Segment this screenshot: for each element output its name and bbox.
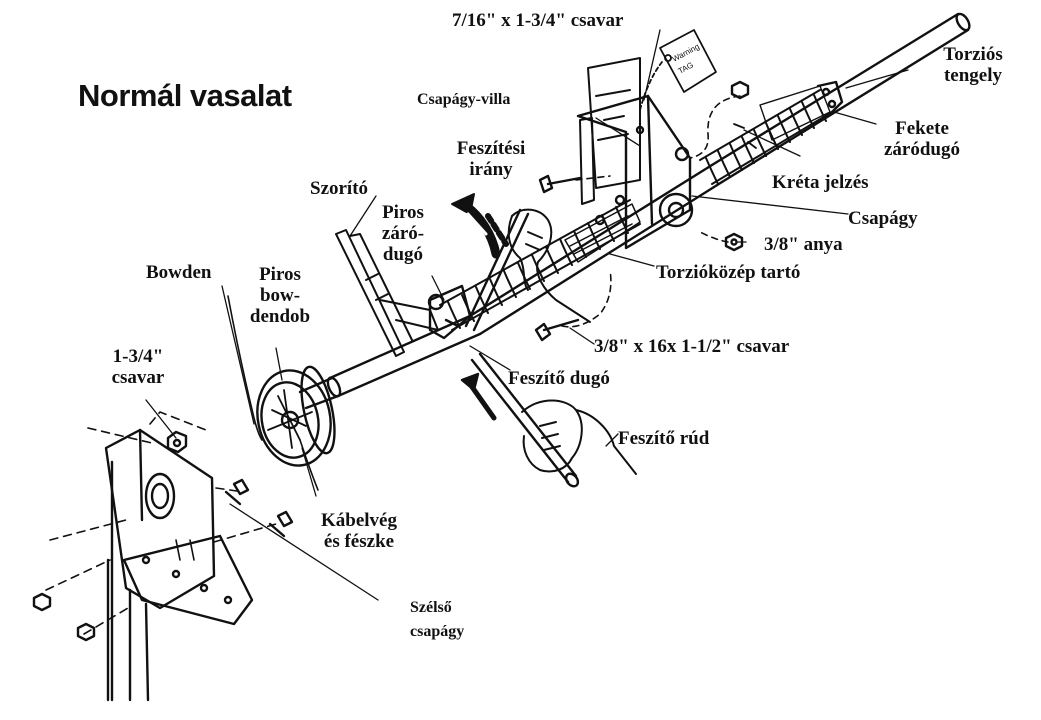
label-winding-direction-line2: irány bbox=[469, 159, 513, 180]
label-bolt-1-3-4-line1: 1-3/4" bbox=[112, 346, 164, 367]
label-bowden: Bowden bbox=[146, 262, 212, 283]
lower-hand bbox=[521, 399, 637, 475]
nut-end-2 bbox=[76, 622, 96, 642]
label-clamp: Szorító bbox=[310, 178, 369, 199]
label-red-winding-cone-line1: Piros bbox=[382, 202, 424, 223]
label-bolt-1-3-4: 1-3/4" csavar bbox=[98, 346, 178, 388]
svg-text:TAG: TAG bbox=[677, 60, 695, 75]
cable-drum bbox=[256, 365, 336, 491]
label-red-winding-cone: Piros záró- dugó bbox=[370, 202, 436, 265]
winding-direction-arrow bbox=[451, 193, 501, 259]
label-winding-bar: Feszítő rúd bbox=[618, 428, 710, 449]
label-bolt-3-8-16: 3/8" x 16x 1-1/2" csavar bbox=[594, 336, 790, 357]
label-black-winding-cone: Fekete záródugó bbox=[874, 118, 970, 160]
bowden-cable bbox=[227, 295, 263, 441]
label-red-cable-drum: Piros bow- dendob bbox=[244, 264, 316, 327]
label-winding-direction-line1: Feszítési bbox=[456, 138, 526, 159]
label-black-winding-cone-line2: záródugó bbox=[884, 139, 960, 160]
label-red-cable-drum-line1: Piros bbox=[259, 264, 301, 285]
page-title: Normál vasalat bbox=[78, 78, 292, 113]
label-red-winding-cone-line2: záró- bbox=[381, 223, 425, 244]
label-winding-plug: Feszítő dugó bbox=[508, 368, 610, 389]
winding-bar-top bbox=[464, 208, 530, 332]
label-torsion-tube-line2: tengely bbox=[943, 65, 1003, 86]
label-black-winding-cone-line1: Fekete bbox=[895, 118, 949, 139]
nut-end-1 bbox=[32, 592, 52, 612]
label-bearing-fork: Csapágy-villa bbox=[414, 90, 514, 110]
nut-3-8 bbox=[724, 232, 744, 252]
label-red-cable-drum-line2: bow- bbox=[259, 285, 301, 306]
label-bolt-1-3-4-line2: csavar bbox=[111, 367, 165, 388]
label-winding-direction: Feszítési irány bbox=[436, 138, 546, 180]
winding-bar-bottom bbox=[470, 352, 580, 488]
warning-tag-lettering: Warning TAG bbox=[671, 42, 701, 76]
label-cable-end: Kábelvég és fészke bbox=[304, 510, 414, 552]
bolt-3-8-lower bbox=[534, 318, 580, 342]
label-cable-end-line1: Kábelvég bbox=[321, 510, 397, 531]
label-bearing: Csapágy bbox=[848, 208, 918, 229]
right-torsion-spring bbox=[699, 85, 833, 185]
label-red-winding-cone-line3: dugó bbox=[382, 244, 424, 265]
label-torsion-tube-line1: Torziós bbox=[943, 44, 1003, 65]
nut-top bbox=[730, 80, 750, 100]
label-end-bearing-line1: Szélső bbox=[410, 599, 452, 616]
end-bearing-bracket bbox=[104, 428, 254, 702]
black-winding-cone bbox=[816, 80, 844, 116]
label-red-cable-drum-line3: dendob bbox=[249, 306, 311, 327]
label-torsion-tube: Torziós tengely bbox=[928, 44, 1018, 86]
bolt-end-2 bbox=[268, 510, 294, 538]
bolt-1-3-4 bbox=[166, 430, 188, 454]
label-cable-end-line2: és fészke bbox=[323, 531, 395, 552]
upper-hand bbox=[507, 208, 591, 323]
label-end-bearing: Szélső csapágy bbox=[410, 596, 464, 644]
warning-tag bbox=[639, 29, 717, 111]
svg-text:Warning: Warning bbox=[671, 42, 701, 64]
direction-dash-arrow bbox=[485, 213, 509, 247]
red-winding-cone bbox=[427, 284, 472, 340]
label-bolt-7-16: 7/16" x 1-3/4" csavar bbox=[452, 10, 624, 31]
label-end-bearing-line2: csapágy bbox=[410, 623, 465, 640]
left-torsion-spring bbox=[439, 199, 641, 331]
label-chalk-mark: Kréta jelzés bbox=[772, 172, 869, 193]
clamp bbox=[335, 229, 439, 357]
label-center-bracket: Torzióközép tartó bbox=[656, 262, 801, 283]
push-arrow bbox=[460, 372, 497, 421]
bolt-7-16 bbox=[538, 174, 582, 194]
mounting-pad bbox=[579, 57, 641, 205]
label-nut-3-8: 3/8" anya bbox=[764, 234, 843, 255]
